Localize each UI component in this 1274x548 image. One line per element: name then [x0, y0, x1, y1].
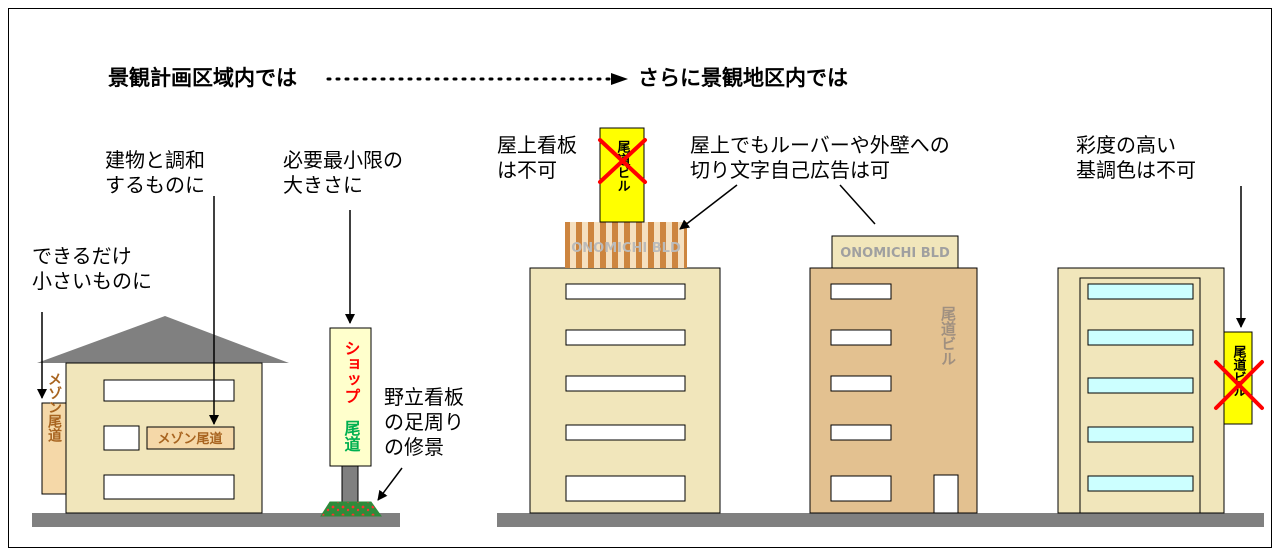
building-2-window — [830, 283, 892, 300]
building-3-window — [1087, 329, 1194, 346]
flat-sign-text: ONOMICHI BLD — [840, 246, 950, 261]
maison-vertical-sign-text: メゾン尾道 — [46, 372, 62, 443]
annotation-harmony: 建物と調和 するものに — [105, 148, 205, 197]
dotted-arrow-head — [611, 73, 628, 85]
house-window-3 — [103, 474, 235, 500]
building-2-window — [830, 375, 892, 392]
building-1-window — [565, 424, 686, 441]
house-roof — [37, 316, 289, 363]
ground-left — [32, 513, 400, 527]
heading-landscape-district: さらに景観地区内では — [638, 66, 848, 90]
building-2-flat-sign — [831, 235, 959, 269]
shop-sign-green-text: 尾道 — [342, 420, 361, 452]
louver-text: ONOMICHI BLD — [571, 241, 681, 256]
house-vertical-sign — [41, 402, 67, 495]
building-2-window — [830, 475, 892, 502]
building-3-window — [1087, 377, 1194, 394]
rooftop-louver — [565, 222, 687, 268]
building-1-window — [565, 375, 686, 392]
building-3-window — [1087, 283, 1194, 300]
annotation-rooftop-forbidden: 屋上看板 は不可 — [497, 133, 577, 182]
pole-sign-planting — [320, 501, 382, 517]
heading-landscape-plan-area: 景観計画区域内では — [108, 66, 297, 90]
house-wall-sign — [146, 426, 235, 450]
annotation-small-sign: できるだけ 小さいものに — [32, 244, 152, 293]
arrow-ground-sign — [377, 467, 403, 501]
building-3-window — [1087, 475, 1194, 492]
building-2-door — [933, 474, 959, 514]
wall-letters-text: 尾道ビル — [939, 306, 957, 366]
building-1-window — [565, 475, 686, 502]
ground-right — [497, 513, 1264, 527]
diagram-canvas: メゾン尾道 メゾン尾道 ショップ 尾道 尾道ビル ONOMICHI BLD ON… — [32, 73, 1264, 527]
building-3-window — [1087, 426, 1194, 443]
rooftop-sign-text: 尾道ビル — [615, 140, 631, 192]
annotation-ground-sign: 野立看板 の足周り の修景 — [384, 385, 464, 459]
rooftop-prohibited-cross — [598, 138, 647, 184]
annotation-saturation: 彩度の高い 基調色は不可 — [1076, 133, 1196, 182]
shop-sign-red-text: ショップ — [342, 340, 361, 404]
annotation-minimum-size: 必要最小限の 大きさに — [283, 148, 403, 197]
building-1-window — [565, 283, 686, 300]
saturation-prohibited-cross — [1214, 360, 1264, 410]
annotation-louver-allowed: 屋上でもルーバーや外壁への 切り文字自己広告は可 — [690, 133, 950, 182]
arrow-flat-sign — [839, 184, 876, 225]
building-1-window — [565, 329, 686, 346]
building-2-window — [830, 329, 892, 346]
building-3-curtainwall — [1079, 277, 1201, 514]
house-window-2 — [103, 425, 140, 451]
arrow-louver — [679, 184, 738, 230]
house-window-1 — [103, 379, 235, 402]
building-2-window — [830, 424, 892, 441]
maison-horizontal-sign-text: メゾン尾道 — [157, 431, 222, 447]
pole-sign-board — [329, 327, 372, 467]
